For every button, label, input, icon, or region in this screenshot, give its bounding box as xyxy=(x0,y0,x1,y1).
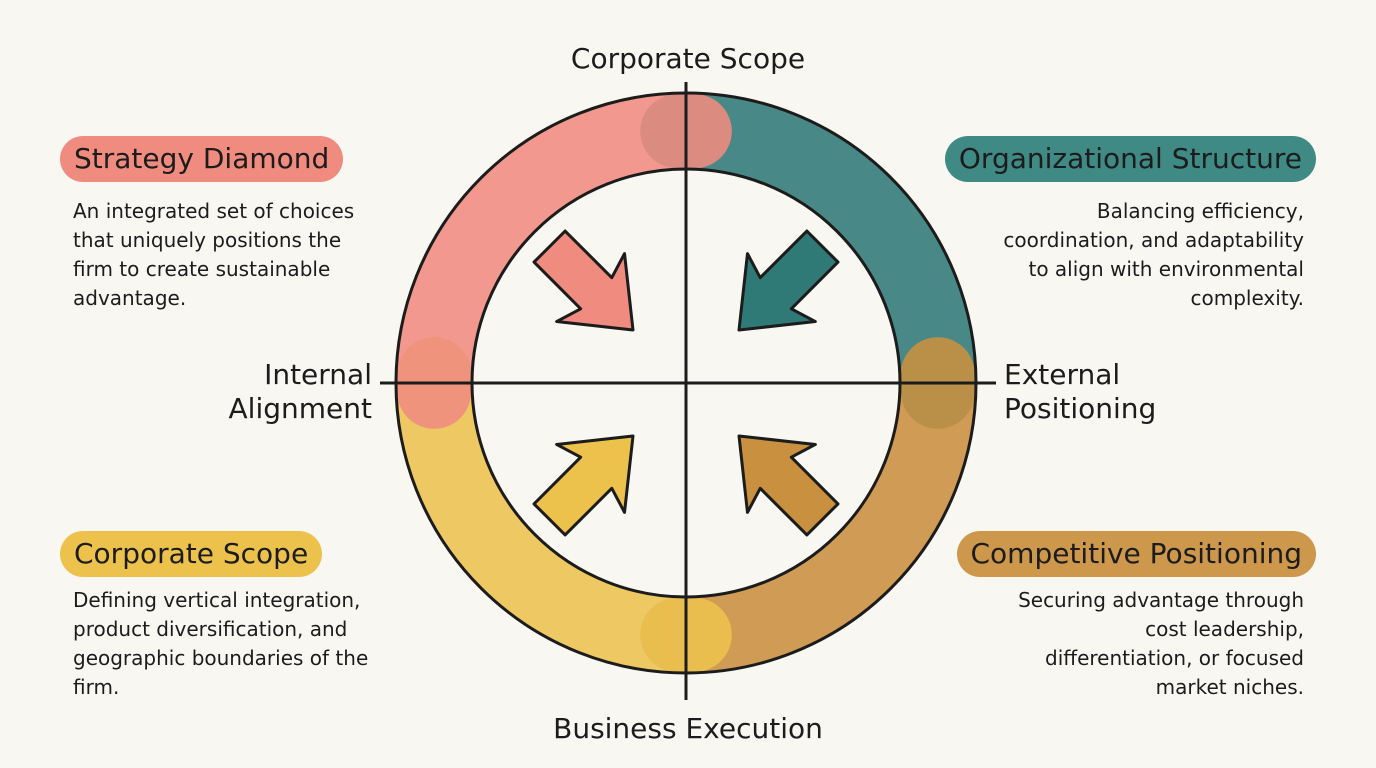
axis-label-bottom: Business Execution xyxy=(0,712,1376,746)
axis-label-top: Corporate Scope xyxy=(0,42,1376,76)
axis-label-left-line2: Alignment xyxy=(228,392,372,425)
quadrant-description-bottom-left: Defining vertical integration, product d… xyxy=(73,588,369,699)
ring-segments xyxy=(397,94,975,672)
arrow-bottom-left xyxy=(532,434,635,537)
axis-label-left-line1: Internal xyxy=(264,358,372,391)
quadrant-description-top-left: An integrated set of choices that unique… xyxy=(73,199,355,310)
ring-segment-top-right xyxy=(640,94,975,429)
axis-label-top-text: Corporate Scope xyxy=(570,42,806,75)
axis-label-right: External Positioning xyxy=(1004,358,1156,426)
ring-segment-top-left xyxy=(397,94,732,429)
arrow-top-right xyxy=(737,229,840,332)
arrow-top-left xyxy=(532,229,635,332)
quadrant-description-top-right: Balancing efficiency, coordination, and … xyxy=(1003,199,1304,310)
arrow-bottom-right xyxy=(737,434,840,537)
axis-label-right-line2: Positioning xyxy=(1004,392,1157,425)
quadrant-title-top-left: Strategy Diamond xyxy=(60,136,344,182)
ring-segment-bottom-right xyxy=(640,337,975,672)
quadrant-title-top-right: Organizational Structure xyxy=(944,136,1316,182)
ring-segment-bottom-left xyxy=(397,337,732,672)
quadrant-description-bottom-right: Securing advantage through cost leadersh… xyxy=(1018,588,1304,699)
axis-label-left: Internal Alignment xyxy=(229,358,372,426)
quadrant-title-bottom-left: Corporate Scope xyxy=(60,531,323,577)
quadrant-title-bottom-right: Competitive Positioning xyxy=(956,531,1316,577)
inward-arrows xyxy=(532,229,840,537)
axis-label-right-line1: External xyxy=(1004,358,1121,391)
axis-label-bottom-text: Business Execution xyxy=(553,712,823,745)
